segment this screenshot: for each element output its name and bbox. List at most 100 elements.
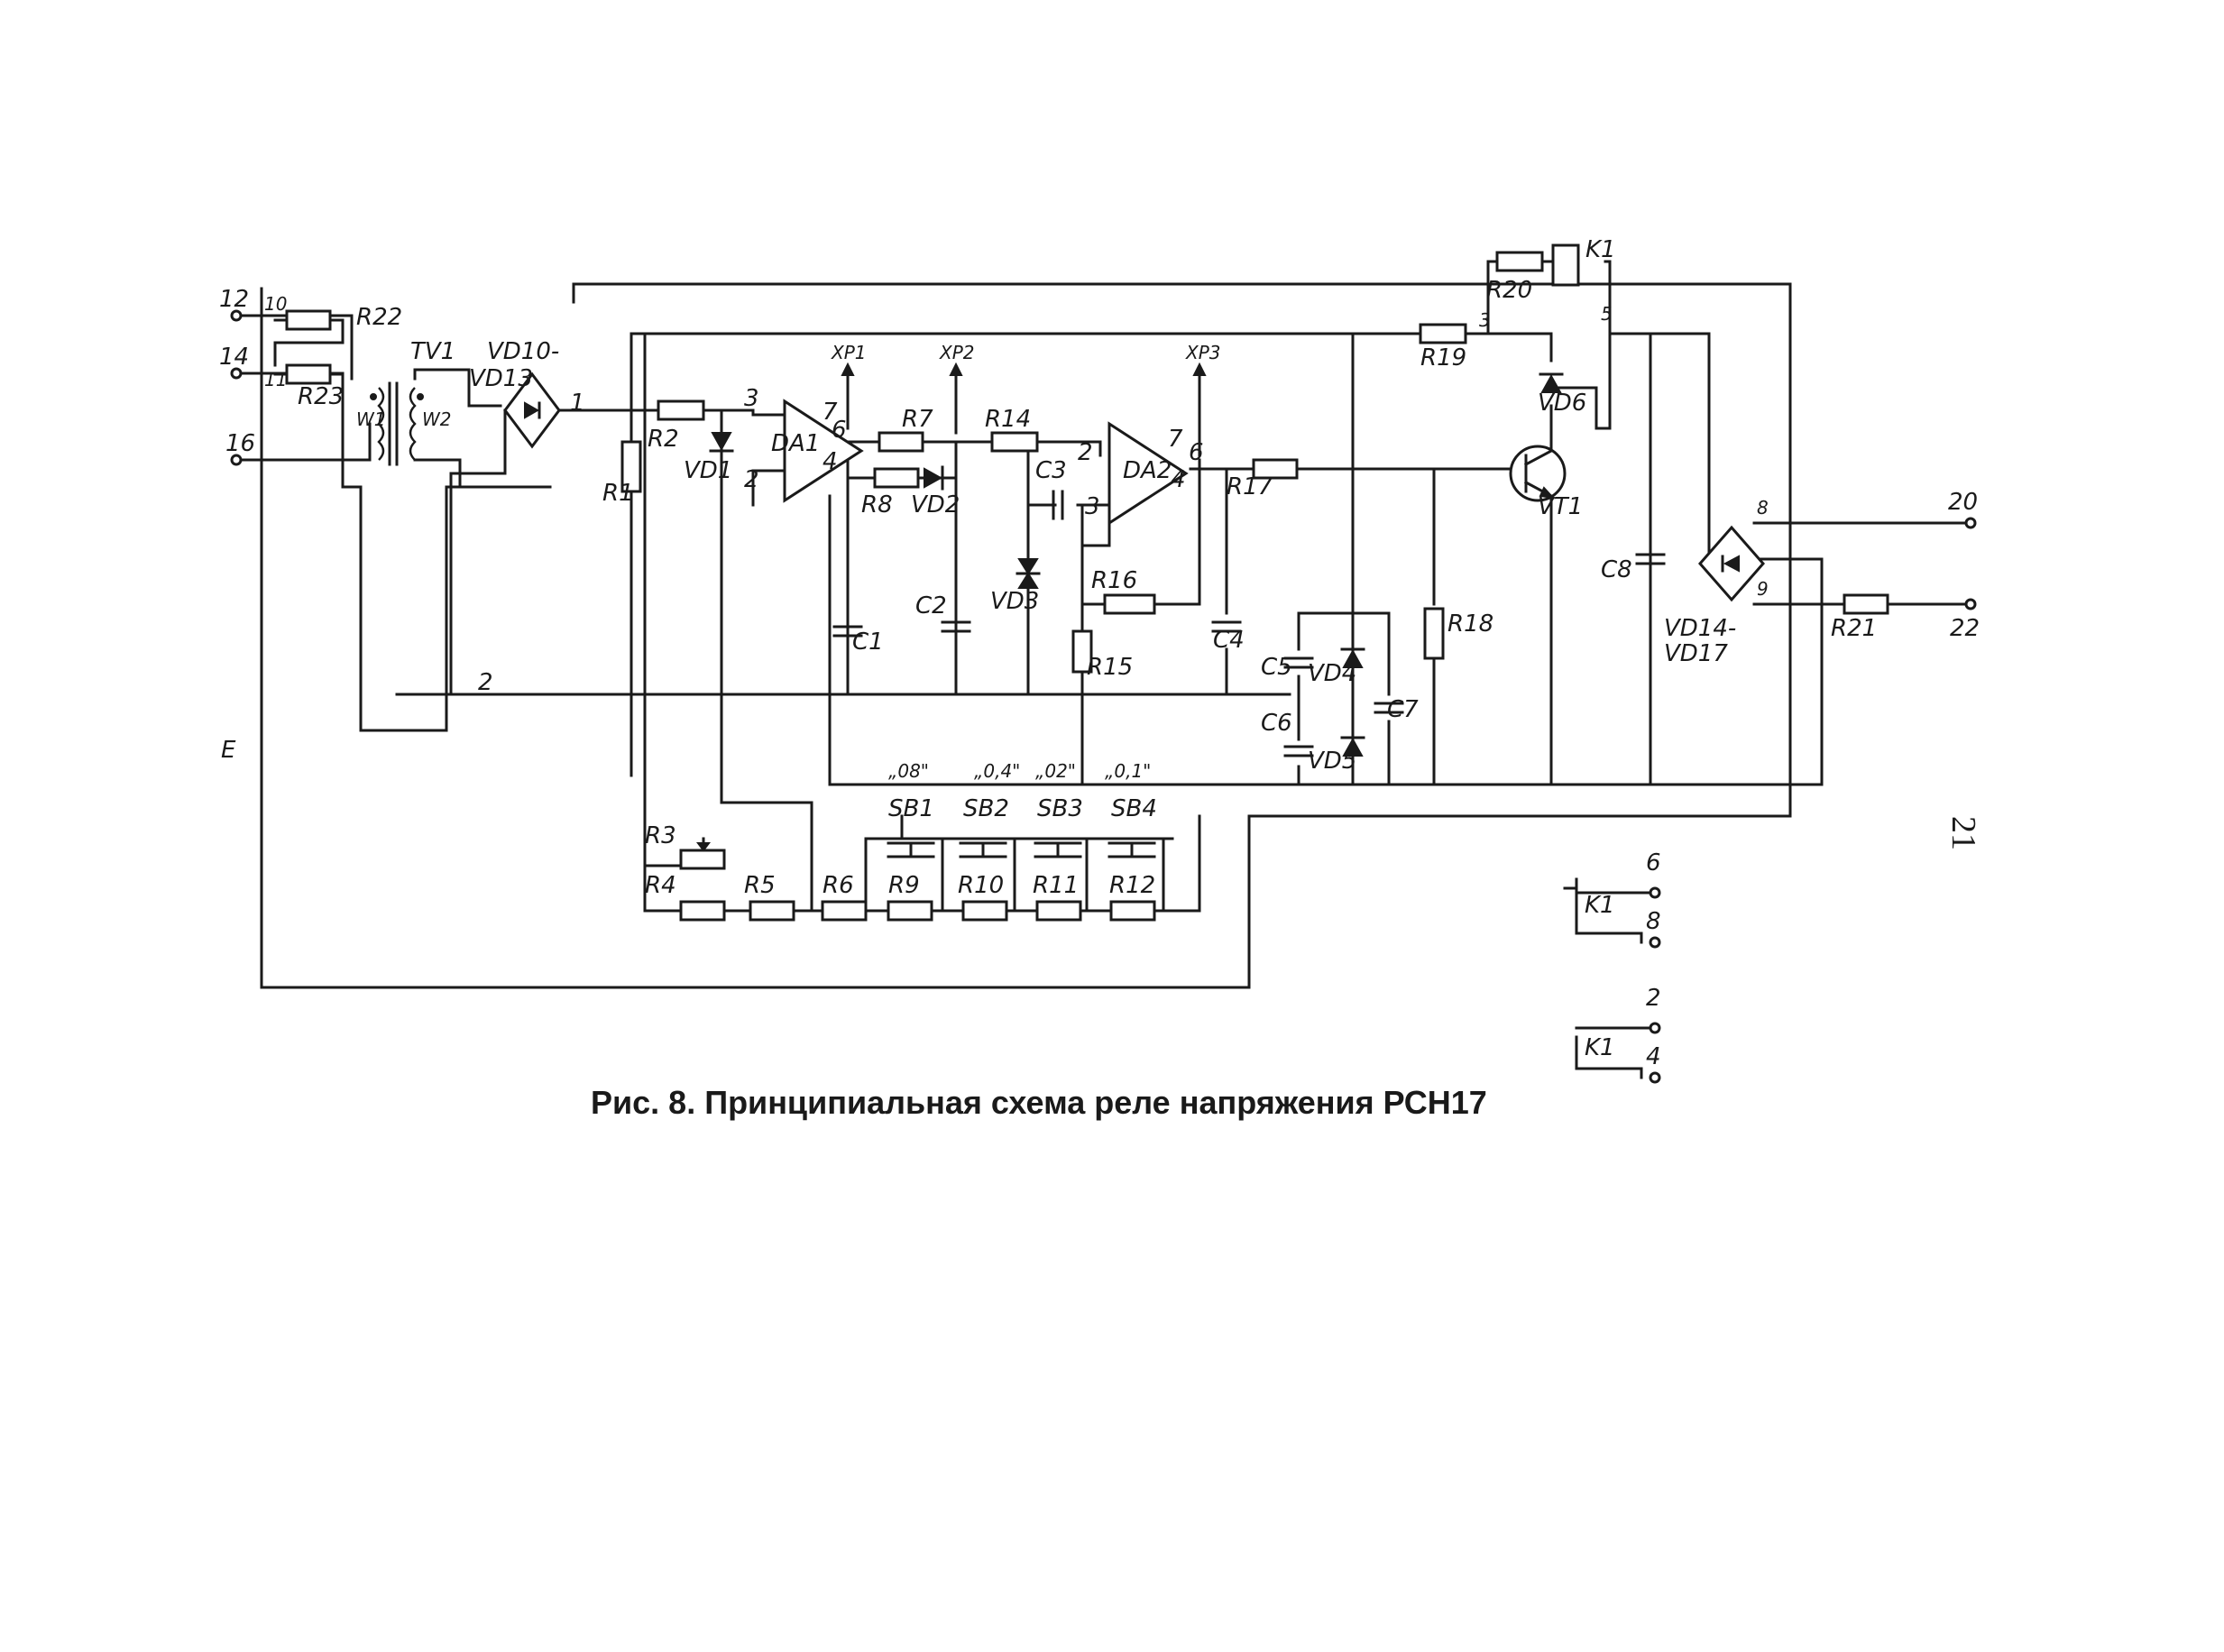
relay-contact-k1-6-8: [1563, 877, 1661, 949]
resistor-r4: [679, 900, 726, 922]
resistor-r15: [1071, 629, 1093, 674]
zener-vd5: [1340, 736, 1365, 757]
label-r18: R18: [1447, 610, 1493, 638]
terminal-22: [1964, 598, 1977, 610]
resistor-r6: [821, 900, 868, 922]
capacitor-c4: [1211, 620, 1242, 633]
resistor-r17: [1252, 458, 1299, 480]
label-r9: R9: [888, 872, 920, 899]
figure-caption: Рис. 8. Принципиальная схема реле напряж…: [591, 1084, 1487, 1121]
resistor-r16: [1103, 593, 1156, 615]
label-terminal-16: 16: [225, 430, 255, 457]
relay-contact-k1-2-4: [1575, 1022, 1661, 1084]
label-r8: R8: [861, 491, 893, 519]
resistor-r5: [749, 900, 795, 922]
resistor-r9: [887, 900, 933, 922]
label-r10: R10: [958, 872, 1004, 899]
label-c7: C7: [1387, 696, 1419, 723]
resistor-r22: [285, 309, 332, 331]
capacitor-c6: [1283, 745, 1314, 757]
label-da1-pin2: 2: [744, 466, 759, 493]
label-k1-terminal-4: 4: [1646, 1043, 1661, 1070]
label-da1-pin6: 6: [832, 417, 847, 444]
label-r3: R3: [645, 822, 676, 849]
xp2-arrow: [949, 362, 963, 435]
label-k1-contact-b: K1: [1585, 1034, 1615, 1061]
label-c4: C4: [1213, 627, 1245, 654]
label-r6: R6: [823, 872, 854, 899]
label-terminal-22: 22: [1950, 615, 1980, 642]
label-w2: W2: [422, 408, 452, 430]
op-amp-da2: [1107, 421, 1189, 526]
label-da1-pin7: 7: [823, 399, 838, 426]
label-r22: R22: [356, 304, 402, 331]
label-node-2: 2: [478, 669, 493, 696]
label-xp3: XP3: [1185, 342, 1221, 363]
transformer-tv1: [370, 381, 424, 466]
label-e: E: [221, 737, 236, 764]
label-k1-coil: K1: [1585, 236, 1616, 263]
capacitor-c3: [1052, 490, 1064, 520]
label-vd2: VD2: [911, 491, 960, 519]
bridge-vd14-vd17: [1698, 525, 1765, 602]
label-vd6: VD6: [1538, 390, 1586, 417]
label-r16: R16: [1091, 567, 1137, 594]
label-sb4: SB4: [1111, 795, 1157, 822]
label-vd4: VD4: [1308, 660, 1356, 687]
label-node-10: 10: [264, 293, 287, 315]
label-node-5: 5: [1601, 303, 1613, 325]
label-c1: C1: [852, 629, 884, 656]
label-vd5: VD5: [1308, 748, 1356, 775]
label-terminal-12: 12: [219, 286, 249, 313]
resistor-r11: [1035, 900, 1082, 922]
switch-sb2: [959, 841, 1007, 858]
capacitor-c1: [832, 625, 863, 638]
terminal-14: [230, 367, 243, 380]
label-c2: C2: [915, 592, 947, 620]
capacitor-c2: [941, 620, 971, 633]
label-sb1: SB1: [888, 795, 934, 822]
label-vd17: VD17: [1664, 640, 1728, 667]
label-r17: R17: [1227, 473, 1273, 500]
page-number: 21: [1944, 816, 1982, 850]
label-terminal-20: 20: [1948, 489, 1978, 516]
label-r5: R5: [744, 872, 776, 899]
label-r23: R23: [298, 383, 344, 410]
label-terminal-14: 14: [219, 344, 249, 371]
label-da2-pin7: 7: [1168, 426, 1183, 453]
label-vt1: VT1: [1538, 493, 1583, 520]
relay-coil-k1: [1551, 243, 1580, 287]
label-k1-contact-a: K1: [1585, 892, 1615, 919]
diode-vd1: [709, 432, 734, 453]
label-tv1: TV1: [410, 338, 455, 365]
label-da2-pin3: 3: [1085, 493, 1100, 520]
diode-vd2: [924, 465, 944, 491]
resistor-r1: [620, 440, 642, 493]
capacitor-c5: [1283, 656, 1314, 669]
label-k1-terminal-8: 8: [1646, 908, 1661, 935]
label-k1-terminal-2: 2: [1646, 985, 1661, 1012]
transistor-vt1: [1509, 445, 1567, 502]
label-r20: R20: [1486, 277, 1532, 304]
capacitor-c7: [1374, 702, 1404, 714]
label-r12: R12: [1109, 872, 1155, 899]
label-r14: R14: [985, 406, 1031, 433]
resistor-r8: [873, 467, 920, 489]
label-w1: W1: [356, 408, 386, 430]
label-da2: DA2: [1123, 457, 1172, 484]
label-node-11: 11: [264, 369, 287, 390]
label-setting-01: „0,1": [1105, 760, 1151, 782]
terminal-16: [230, 454, 243, 466]
label-da1-pin4: 4: [823, 448, 838, 475]
label-sb3: SB3: [1037, 795, 1083, 822]
label-c5: C5: [1261, 654, 1292, 681]
resistor-r2: [657, 399, 705, 421]
capacitor-c8: [1635, 553, 1666, 565]
label-r21: R21: [1831, 615, 1877, 642]
xp1-arrow: [841, 362, 855, 430]
resistor-r19: [1419, 323, 1467, 344]
label-k1-terminal-6: 6: [1646, 849, 1661, 876]
resistor-r21: [1843, 593, 1889, 615]
label-da2-pin6: 6: [1189, 439, 1204, 466]
